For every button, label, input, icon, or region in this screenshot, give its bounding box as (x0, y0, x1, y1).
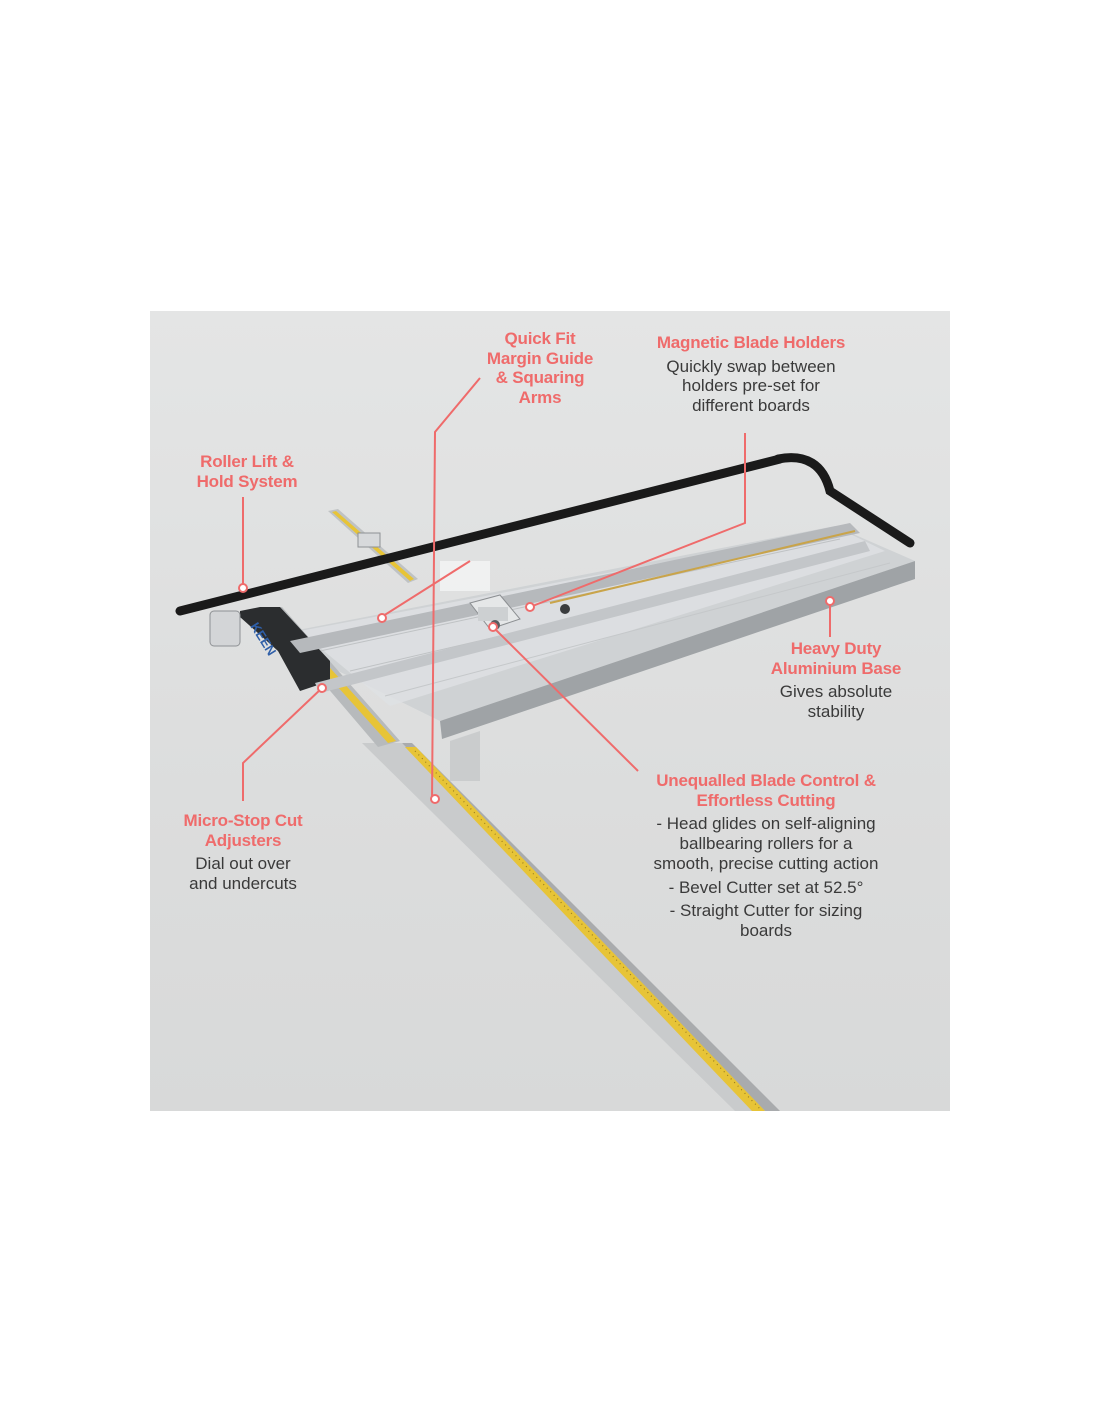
callout-unequalled-blade-description-line: - Bevel Cutter set at 52.5° (668, 877, 864, 897)
left-end-cap (209, 610, 241, 647)
callout-magnetic-blade-heading: Magnetic Blade Holders (628, 333, 874, 353)
marker-micro-stop (317, 683, 327, 693)
callout-unequalled-blade-heading-line: Unequalled Blade Control & (656, 771, 876, 790)
callout-heavy-duty-heading: Heavy Duty Aluminium Base (746, 639, 926, 678)
callout-roller-lift-heading-line: Roller Lift & (200, 452, 294, 471)
callout-unequalled-blade-description-line: ballbearing rollers for a (679, 834, 853, 854)
cutting-rail-front (315, 541, 870, 693)
margin-guide-arm (328, 509, 418, 583)
callout-magnetic-blade-description-line: holders pre-set for (682, 376, 820, 396)
callout-unequalled-blade-description-line: - Head glides on self-aligning (656, 814, 876, 834)
callout-micro-stop-heading-line: Micro-Stop Cut (183, 811, 303, 830)
leader-markers (238, 583, 835, 804)
callout-magnetic-blade: Magnetic Blade Holders Quickly swap betw… (628, 333, 874, 416)
callout-micro-stop-heading: Micro-Stop Cut Adjusters (168, 811, 318, 850)
mat-cutter-illustration: KEEN (175, 377, 915, 1111)
leader-quick-fit-arm (431, 377, 481, 802)
marker-magnetic-blade (525, 602, 535, 612)
callout-magnetic-blade-description-line: Quickly swap between (666, 356, 836, 376)
callout-micro-stop-description-line: and undercuts (189, 874, 297, 894)
base-front-edge (440, 561, 915, 739)
base-groove-3 (384, 562, 891, 697)
ruler-ticks (414, 750, 763, 1111)
leader-unequalled (492, 626, 639, 772)
measuring-ruler (405, 747, 765, 1111)
marker-heavy-duty (825, 596, 835, 606)
callout-unequalled-blade-description: - Head glides on self-aligning ballbeari… (630, 814, 902, 940)
callout-heavy-duty-heading-line: Aluminium Base (770, 658, 902, 678)
callout-roller-lift-heading-line: Hold System (196, 471, 298, 491)
leader-micro-stop (242, 687, 323, 801)
marker-quick-fit-guide (377, 613, 387, 623)
callout-heavy-duty: Heavy Duty Aluminium Base Gives absolute… (746, 639, 926, 722)
margin-guide-stop (357, 532, 381, 548)
roller-bar (175, 454, 785, 616)
callout-micro-stop-heading-line: Adjusters (204, 830, 282, 850)
marker-roller-lift (238, 583, 248, 593)
callout-quick-fit-heading-line: Margin Guide (486, 348, 594, 368)
cutting-head-plate (478, 607, 508, 621)
callout-heavy-duty-description-line: stability (807, 702, 865, 722)
leader-quick-fit-guide (379, 560, 471, 619)
callout-quick-fit-heading-line: Arms (518, 388, 562, 408)
blade-holder-knob (560, 604, 570, 614)
callout-unequalled-blade: Unequalled Blade Control & Effortless Cu… (630, 771, 902, 941)
squaring-arm (362, 743, 780, 1111)
callout-heavy-duty-description: Gives absolute stability (746, 682, 926, 721)
product-feature-panel: KEEN Quick Fit Margin Guide & Squaring (150, 311, 950, 1111)
roller-bar-bend (773, 453, 915, 548)
callout-quick-fit-heading: Quick Fit Margin Guide & Squaring Arms (468, 329, 612, 408)
callout-magnetic-blade-description-line: different boards (692, 396, 810, 416)
marker-unequalled (488, 622, 498, 632)
callout-unequalled-blade-description-line: boards (740, 921, 792, 941)
callout-micro-stop-description-line: Dial out over (195, 854, 291, 874)
callout-quick-fit-heading-line: & Squaring (495, 368, 585, 388)
callout-roller-lift: Roller Lift & Hold System (172, 452, 322, 491)
cutting-head-top (440, 561, 490, 591)
cutting-rail-strip (549, 530, 856, 604)
callout-magnetic-blade-description: Quickly swap between holders pre-set for… (628, 357, 874, 416)
leader-magnetic-blade (529, 433, 746, 608)
callout-unequalled-blade-heading-line: Effortless Cutting (696, 790, 836, 810)
callout-unequalled-blade-heading: Unequalled Blade Control & Effortless Cu… (630, 771, 902, 810)
callout-quick-fit: Quick Fit Margin Guide & Squaring Arms (468, 329, 612, 408)
callout-roller-lift-heading: Roller Lift & Hold System (172, 452, 322, 491)
callout-micro-stop: Micro-Stop Cut Adjusters Dial out over a… (168, 811, 318, 894)
leader-lines (242, 377, 831, 802)
callout-unequalled-blade-description-line: smooth, precise cutting action (653, 853, 879, 873)
marker-quick-fit-arm (430, 794, 440, 804)
callout-magnetic-blade-heading-line: Magnetic Blade Holders (656, 333, 846, 352)
callout-unequalled-blade-description-line: - Straight Cutter for sizing (669, 901, 863, 921)
callout-heavy-duty-heading-line: Heavy Duty (790, 639, 882, 658)
callout-quick-fit-heading-line: Quick Fit (504, 329, 576, 348)
base-leg (450, 731, 480, 781)
callout-heavy-duty-description-line: Gives absolute (779, 682, 893, 702)
left-end-block (240, 607, 330, 691)
callout-micro-stop-description: Dial out over and undercuts (168, 854, 318, 893)
